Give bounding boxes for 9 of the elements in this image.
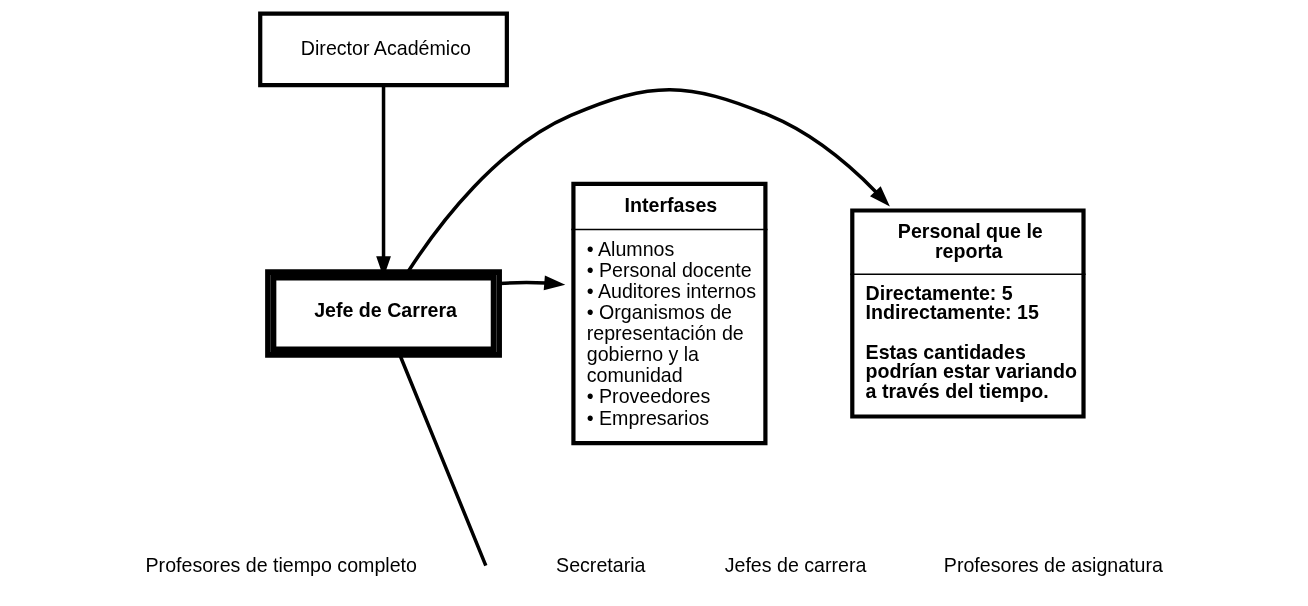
label: Profesores de tiempo completo [145, 554, 417, 577]
arrow [406, 88, 890, 273]
label: Profesores de asignatura [943, 554, 1163, 577]
connector [398, 354, 488, 567]
node-box: Director Académico [258, 11, 509, 88]
label: Jefes de carrera [724, 554, 867, 577]
label: Secretaria [556, 554, 646, 577]
arrow [499, 275, 566, 291]
node-box: Jefe de Carrera [265, 269, 502, 358]
